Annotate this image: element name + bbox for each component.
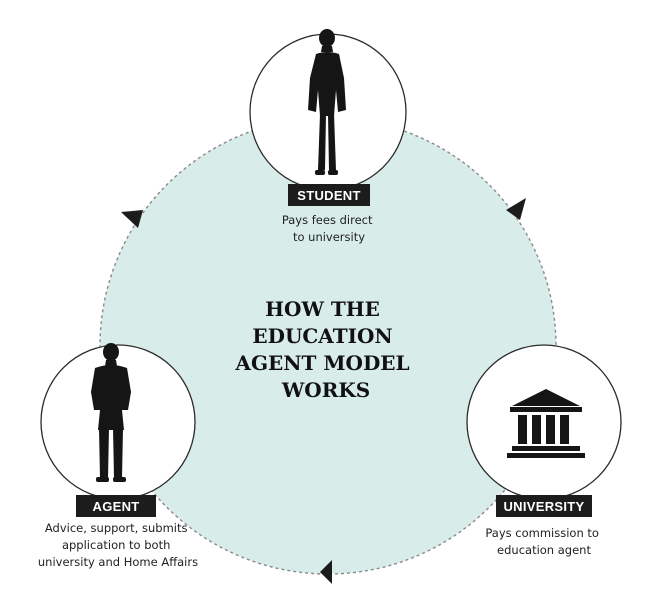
agent-silhouette-icon bbox=[91, 343, 131, 482]
agent-node: AGENT Advice, support, submits applicati… bbox=[38, 343, 198, 569]
university-caption: Pays commission to education agent bbox=[485, 526, 602, 557]
student-caption: Pays fees direct to university bbox=[282, 213, 376, 244]
title-line: HOW THE bbox=[265, 297, 380, 321]
caption-line: to university bbox=[293, 230, 365, 244]
agent-label: AGENT bbox=[93, 499, 140, 514]
student-label: STUDENT bbox=[297, 188, 361, 203]
student-label-box bbox=[288, 184, 370, 206]
title-line: EDUCATION bbox=[252, 324, 392, 348]
cycle-arrow-agent-to-student bbox=[121, 210, 143, 228]
caption-line: Pays commission to bbox=[485, 526, 599, 540]
diagram-title: HOW THE EDUCATION AGENT MODEL WORKS bbox=[234, 297, 416, 402]
caption-line: university and Home Affairs bbox=[38, 555, 198, 569]
university-node: UNIVERSITY Pays commission to education … bbox=[466, 344, 622, 557]
university-label: UNIVERSITY bbox=[503, 499, 584, 514]
title-line: WORKS bbox=[281, 378, 370, 402]
cycle-arrow-student-to-university bbox=[506, 198, 526, 220]
cycle-arrow-university-to-agent bbox=[320, 560, 332, 584]
agent-label-box bbox=[76, 495, 156, 517]
university-building-icon bbox=[507, 389, 585, 458]
caption-line: Pays fees direct bbox=[282, 213, 373, 227]
university-label-box bbox=[496, 495, 592, 517]
caption-line: education agent bbox=[497, 543, 591, 557]
caption-line: application to both bbox=[62, 538, 170, 552]
agent-caption: Advice, support, submits application to … bbox=[38, 521, 198, 569]
university-circle bbox=[466, 344, 622, 500]
caption-line: Advice, support, submits bbox=[45, 521, 188, 535]
student-node: STUDENT Pays fees direct to university bbox=[249, 29, 407, 244]
student-silhouette-icon bbox=[308, 29, 346, 175]
title-line: AGENT MODEL bbox=[234, 351, 409, 375]
